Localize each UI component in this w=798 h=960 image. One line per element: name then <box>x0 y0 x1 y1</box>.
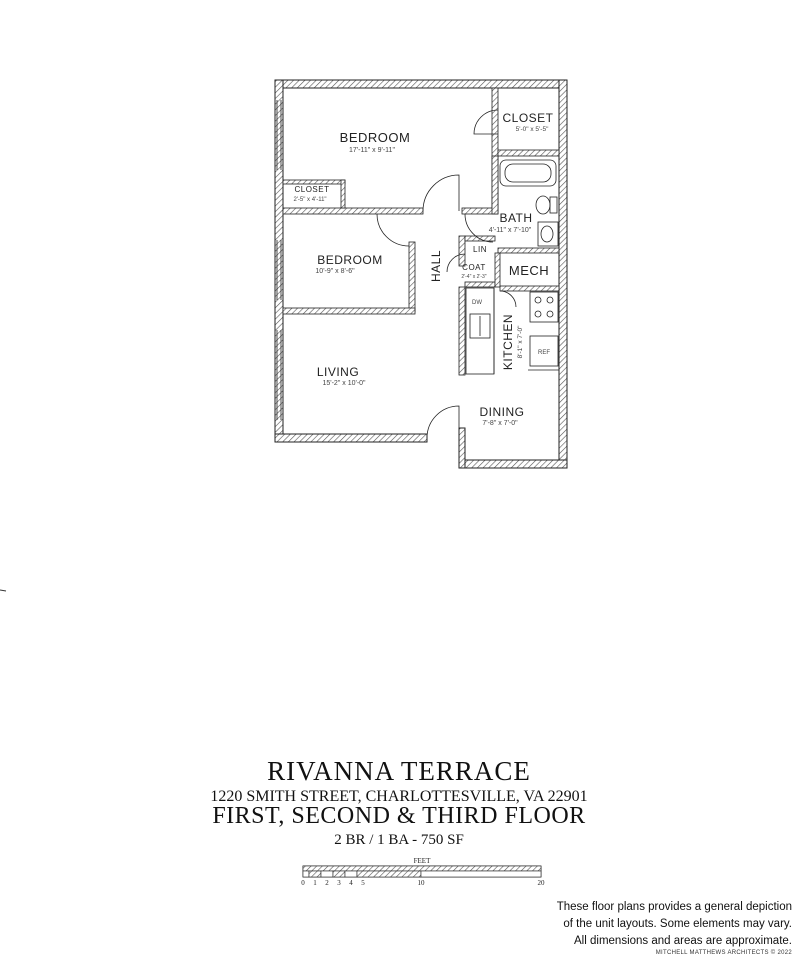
kitchen-dims: 8'-1" x 7'-0" <box>517 325 524 358</box>
windows <box>276 100 282 420</box>
closet2-dims: 2'-5" x 4'-11" <box>293 197 326 203</box>
refrigerator <box>529 335 559 367</box>
unit-summary: 2 BR / 1 BA - 750 SF <box>334 832 464 848</box>
living-dims: 15'-2" x 10'-0" <box>322 380 366 387</box>
dishwasher-label: DW <box>472 300 482 306</box>
wall-closet2-right <box>340 179 346 209</box>
wall-coat <box>464 281 496 288</box>
dining-dims: 7'-8" x 7'-0" <box>482 420 518 427</box>
kitchen-fixtures <box>465 287 559 375</box>
door-bed2 <box>376 213 410 247</box>
closet1-name: CLOSET <box>502 111 553 125</box>
bedroom1-dims: 17'-11" x 9'-11" <box>349 147 395 154</box>
edge-mark <box>0 589 7 592</box>
scale-tick-10: 10 <box>418 879 426 887</box>
wall-bottom-living <box>274 433 428 443</box>
bedroom2-dims: 10'-9" x 8'-6" <box>315 268 355 275</box>
disclaimer: These floor plans provides a general dep… <box>532 899 792 950</box>
mech-name: MECH <box>509 263 549 278</box>
scale-tick-2: 2 <box>325 879 329 887</box>
scale-tick-20: 20 <box>538 879 546 887</box>
doors <box>376 109 517 439</box>
bedroom1-name: BEDROOM <box>340 130 411 145</box>
wall-mech-bottom <box>499 285 560 292</box>
disclaimer-line-3: All dimensions and areas are approximate… <box>574 935 792 947</box>
hall-name: HALL <box>429 250 443 282</box>
wall-closet2 <box>282 179 346 185</box>
wall-bath-left <box>491 155 499 215</box>
living-name: LIVING <box>317 365 359 379</box>
project-title: RIVANNA TERRACE <box>267 756 531 786</box>
closet1-dims: 5'-0" x 5'-5" <box>516 126 549 133</box>
bath-fixtures <box>499 159 559 247</box>
door-mech <box>499 290 517 308</box>
wall-bath-bottom <box>497 247 560 254</box>
refrigerator-label: REF <box>538 350 550 356</box>
door-entry <box>426 405 460 439</box>
bathtub <box>499 159 557 187</box>
closet2-name: CLOSET <box>294 185 329 194</box>
bedroom2-name: BEDROOM <box>317 253 383 267</box>
coat-dims: 2'-4" x 2'-3" <box>461 274 486 280</box>
wall-bed1-bottom <box>282 207 424 215</box>
scale-tick-3: 3 <box>337 879 341 887</box>
kitchen-sink <box>469 313 491 339</box>
coat-name: COAT <box>462 263 486 272</box>
bath-name: BATH <box>499 211 532 225</box>
wall-left <box>274 79 284 443</box>
exterior-walls <box>274 79 568 469</box>
wall-bottom-dining <box>458 459 568 469</box>
toilet <box>535 195 551 215</box>
scale-tick-4: 4 <box>349 879 353 887</box>
scale-tick-5: 5 <box>361 879 365 887</box>
stove <box>529 291 559 323</box>
wall-dining-left <box>458 427 466 469</box>
dining-name: DINING <box>480 405 525 419</box>
scale-tick-1: 1 <box>313 879 317 887</box>
disclaimer-line-1: These floor plans provides a general dep… <box>556 901 792 913</box>
disclaimer-line-2: of the unit layouts. Some elements may v… <box>563 918 792 930</box>
wall-bed2-bottom <box>282 307 416 315</box>
floor-label: FIRST, SECOND & THIRD FLOOR <box>212 803 586 829</box>
project-address: 1220 SMITH STREET, CHARLOTTESVILLE, VA 2… <box>210 788 588 805</box>
scale-bar: FEET 0 1 2 3 4 5 10 20 <box>301 857 545 887</box>
wall-right <box>558 79 568 469</box>
door-coat <box>446 253 466 273</box>
wall-closet-bottom <box>497 149 560 157</box>
wall-kitchen-left <box>458 286 466 376</box>
door-bed1 <box>422 174 460 212</box>
wall-bed2-right <box>408 241 416 313</box>
wall-mech-left <box>494 252 501 288</box>
door-bath <box>464 213 494 243</box>
door-closet1 <box>473 109 499 135</box>
architect-credit: MITCHELL MATTHEWS ARCHITECTS © 2022 <box>655 950 792 956</box>
interior-walls <box>282 87 560 376</box>
scale-tick-0: 0 <box>301 879 305 887</box>
bath-dims: 4'-11" x 7'-10" <box>489 227 532 234</box>
kitchen-name: KITCHEN <box>501 314 515 370</box>
wall-top <box>274 79 568 89</box>
linen-name: LIN <box>473 245 487 254</box>
bath-sink <box>537 221 559 247</box>
scale-unit-label: FEET <box>414 857 431 865</box>
wall-hall-right <box>458 235 466 267</box>
